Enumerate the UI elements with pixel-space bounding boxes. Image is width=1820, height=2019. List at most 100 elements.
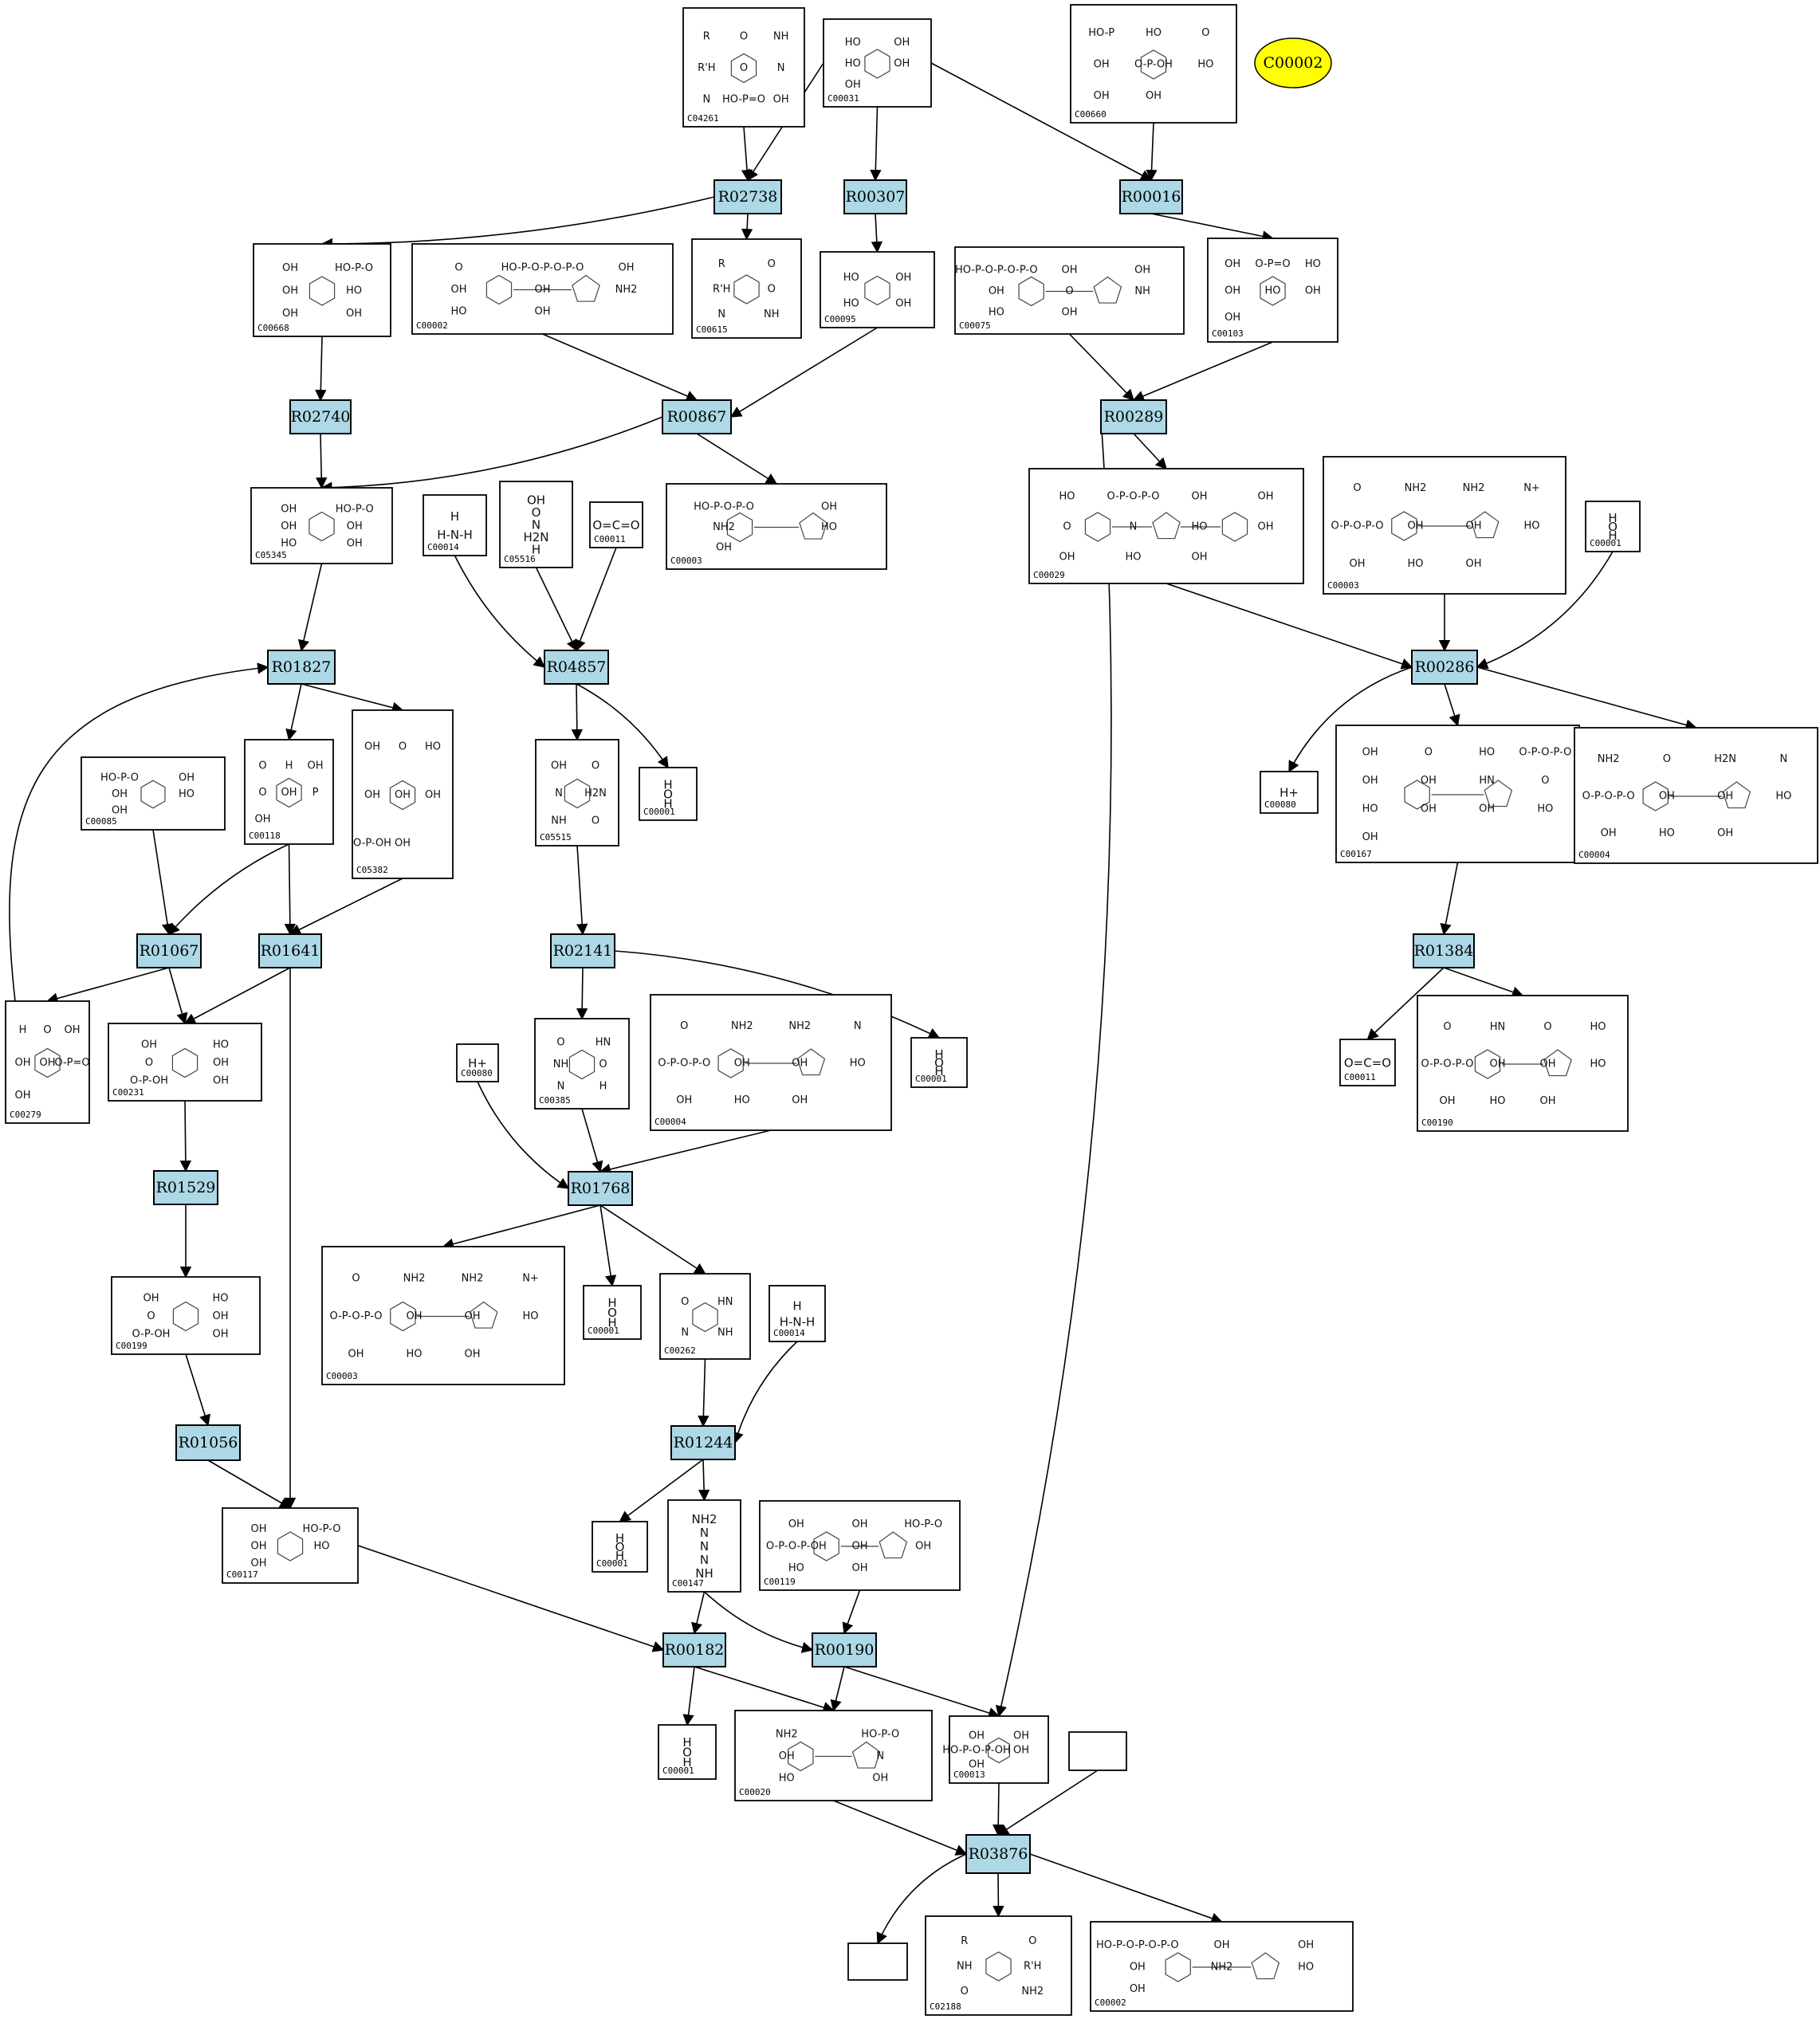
atom-label: OH [1013,1745,1029,1757]
compound-node[interactable]: H+C00080 [456,1043,499,1082]
atom-label: HN [717,1296,733,1308]
reaction-node[interactable]: R02738 [713,179,782,214]
compound-box [659,1273,751,1360]
compound-id-label: C00080 [461,1068,493,1078]
atom-label: OH [676,1094,692,1106]
atom-label: HO [1305,258,1321,270]
edge-c00031-to-R00016 [930,62,1153,181]
reaction-node[interactable]: R02141 [550,933,615,968]
atom-label: O [740,30,748,42]
atom-label: HO [212,1293,228,1305]
atom-label: OH [250,1541,266,1553]
reaction-node[interactable]: R02740 [289,399,352,434]
reaction-node[interactable]: R03876 [965,1834,1031,1874]
atom-label: O [681,1296,689,1308]
reaction-node[interactable]: R00286 [1411,650,1478,685]
atom-label: HO [1197,59,1213,71]
reaction-node[interactable]: R01827 [267,650,336,685]
reaction-node[interactable]: R00190 [812,1632,877,1667]
compound-node[interactable] [847,1942,908,1981]
edge-c00279-to-R01827 [9,662,269,1002]
compound-node[interactable]: H+C00080 [1260,771,1319,814]
compound-id-label: C00004 [1578,850,1610,860]
atom-label: OH [212,1310,228,1322]
atom-label: NH2 [1021,1986,1044,1997]
atom-label: O [258,760,266,772]
compound-node[interactable] [1068,1731,1127,1771]
atom-label: OH [464,1310,480,1322]
reaction-node[interactable]: R00307 [843,179,907,214]
reaction-node[interactable]: R01768 [568,1171,633,1206]
reaction-node[interactable]: R01641 [258,933,322,968]
reaction-node[interactable]: R01067 [136,933,202,968]
atom-label: N [876,1750,884,1762]
atom-label: O [532,505,541,520]
reaction-node[interactable]: R04857 [544,650,609,685]
atom-label: O-P-O-P-O [1107,491,1159,503]
reaction-node[interactable]: R00289 [1100,399,1167,434]
highlight-compound[interactable]: C00002 [1254,37,1332,88]
compound-box [768,1285,826,1342]
edge-c00075-to-R00289 [1068,333,1135,402]
compound-box [1574,727,1818,864]
reaction-node[interactable]: R01244 [670,1425,736,1460]
reaction-node[interactable]: R00016 [1119,179,1183,214]
atom-label: OH [213,1074,229,1086]
reaction-node[interactable]: R00182 [662,1632,726,1667]
reaction-node[interactable]: R01529 [153,1170,218,1205]
compound-id-label: C00014 [427,542,459,552]
atom-label: OH [143,1293,159,1305]
reaction-node[interactable]: R00867 [662,399,732,434]
reaction-node[interactable]: R01056 [175,1424,241,1461]
reaction-node[interactable]: R01384 [1413,933,1475,968]
atom-label: O-P-O-P-O [1582,791,1635,803]
compound-id-label: C00103 [1212,328,1244,339]
